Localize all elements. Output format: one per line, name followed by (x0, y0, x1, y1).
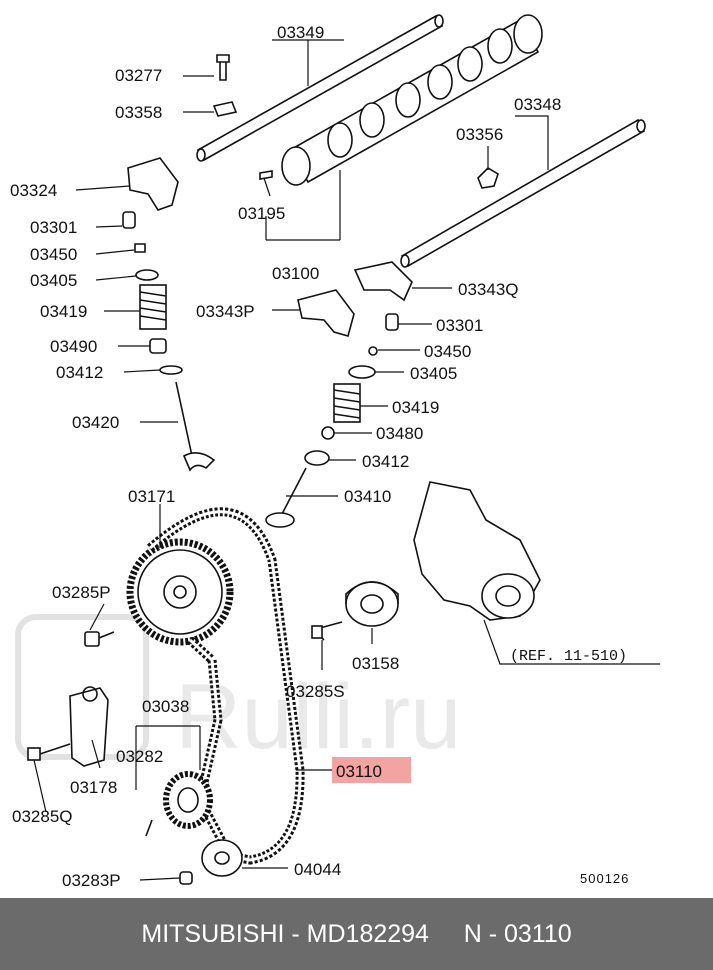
tensioner-03178 (69, 686, 109, 767)
label-03405-left: 03405 (30, 271, 77, 290)
adjuster-03301-left (122, 211, 136, 229)
label-03285p: 03285P (52, 583, 111, 602)
label-03410: 03410 (344, 487, 391, 506)
label-03480: 03480 (376, 424, 423, 443)
nut-03450-right (368, 346, 378, 356)
valve-03420 (175, 381, 216, 472)
rocker-arm-03343p (297, 289, 355, 337)
rocker-shaft-right (400, 118, 646, 268)
label-03419-left: 03419 (40, 302, 87, 321)
label-04044: 04044 (294, 860, 341, 879)
label-03178: 03178 (70, 778, 117, 797)
label-03420: 03420 (72, 413, 119, 432)
label-03405-right: 03405 (410, 364, 457, 383)
bolt-03285p (84, 631, 115, 647)
label-03419-right: 03419 (392, 398, 439, 417)
idler-04044 (201, 839, 243, 877)
retainer-03405-left (135, 269, 159, 281)
part-labels: 03349 03277 03358 03348 03356 03324 0319… (10, 23, 629, 890)
label-03285q: 03285Q (12, 807, 73, 826)
label-03450-right: 03450 (424, 342, 471, 361)
valve-03410 (265, 467, 307, 528)
label-03343q: 03343Q (458, 280, 519, 299)
label-03301-right: 03301 (436, 316, 483, 335)
label-03171: 03171 (128, 487, 175, 506)
label-03285s: 03285S (286, 682, 345, 701)
label-03301-left: 03301 (30, 218, 77, 237)
label-03348: 03348 (514, 95, 561, 114)
label-03283p: 03283P (62, 871, 121, 890)
rocker-arm-03324 (127, 157, 179, 211)
camshaft (281, 14, 543, 186)
seal-03480 (321, 426, 335, 440)
leader-lines (33, 39, 660, 881)
seat-03412-left (159, 365, 183, 375)
rocker-arm-03343q (353, 261, 413, 302)
label-03343p: 03343P (196, 302, 255, 321)
footer-part-info: MITSUBISHI - MD182294 N - 03110 (141, 920, 572, 948)
label-03358: 03358 (115, 103, 162, 122)
label-03282: 03282 (116, 747, 163, 766)
exploded-parts-diagram: Rulli.ru (10, 14, 660, 890)
label-03100: 03100 (272, 264, 319, 283)
engine-reference-sketch (413, 481, 541, 621)
seal-03490 (149, 338, 167, 354)
bolt-03285q (27, 743, 71, 761)
camshaft-sprocket-03171 (126, 538, 234, 646)
label-03356: 03356 (456, 125, 503, 144)
rocker-shaft-left (196, 14, 444, 162)
clip-03356 (477, 166, 499, 189)
label-03038: 03038 (142, 697, 189, 716)
retainer-03405-right (348, 365, 376, 379)
label-03110: 03110 (336, 762, 382, 781)
diagram-code: 500126 (580, 871, 629, 886)
tensioner-pulley-03158 (345, 581, 399, 627)
label-03277: 03277 (115, 66, 162, 85)
bolt-03277 (216, 54, 230, 81)
key-03282 (145, 819, 153, 837)
crank-sprocket-03038 (163, 771, 213, 829)
label-03412-right: 03412 (362, 452, 409, 471)
spring-03419-right (333, 383, 361, 423)
footer-bar: MITSUBISHI - MD182294 N - 03110 (0, 898, 713, 970)
pin-03195 (259, 170, 273, 180)
reference-note: (REF. 11-510) (510, 648, 627, 665)
highlight-box (332, 757, 411, 783)
bolt-03285s (311, 621, 343, 641)
nut-03283p (179, 871, 193, 885)
seat-03412-right (304, 450, 330, 466)
label-03490: 03490 (50, 337, 97, 356)
label-03324: 03324 (10, 181, 57, 200)
nut-03450-left (134, 243, 146, 253)
label-03412-left: 03412 (56, 363, 103, 382)
label-03195: 03195 (238, 204, 285, 223)
label-03158: 03158 (352, 654, 399, 673)
clip-03358 (212, 101, 238, 117)
label-03349: 03349 (277, 23, 324, 42)
watermark-text: Rulli.ru (175, 666, 461, 768)
adjuster-03301-right (385, 313, 399, 331)
spring-03419-left (139, 284, 167, 330)
label-03450-left: 03450 (30, 245, 77, 264)
